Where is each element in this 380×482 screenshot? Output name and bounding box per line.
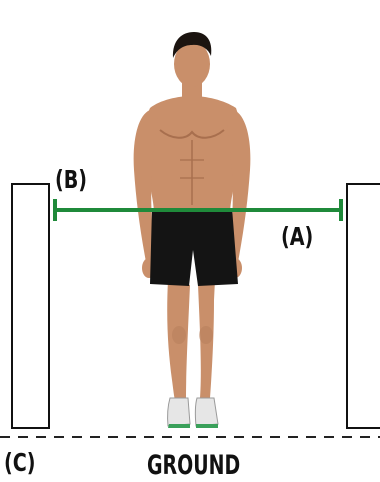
label-b: (B) [55, 165, 88, 194]
label-a: (A) [281, 222, 314, 251]
right-wall-box [346, 183, 380, 429]
ground-label: GROUND [147, 450, 241, 481]
label-c: (C) [4, 448, 36, 477]
left-wall-box [11, 183, 50, 429]
standing-man-figure [133, 32, 251, 428]
measurement-line [53, 199, 343, 221]
